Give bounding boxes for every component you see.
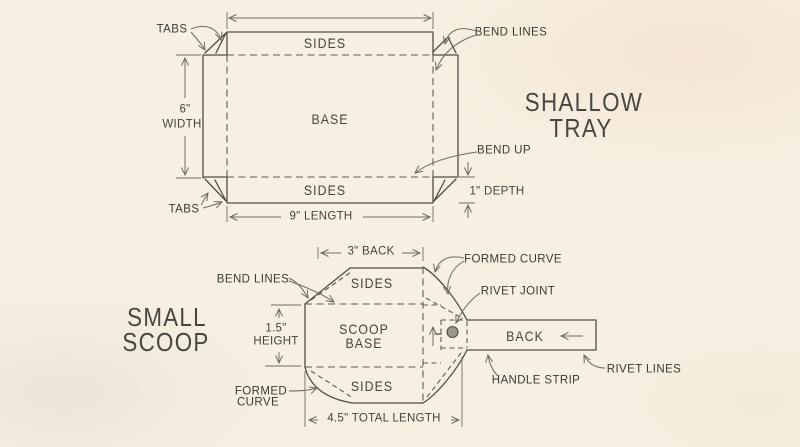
- tray-sides-top-label: SIDES: [303, 35, 347, 51]
- rivet-lines-leader: [583, 353, 606, 369]
- handle-strip-label: HANDLE STRIP: [491, 374, 581, 387]
- tray-tab-top-left: [204, 32, 227, 54]
- tray-bottom-flap: [226, 176, 434, 204]
- scoop-bottom-flap: [304, 366, 424, 404]
- rivet-overlap-square: [440, 319, 468, 350]
- scoop-bend-lines-leader-2: [288, 280, 335, 303]
- tray-width-value: 6": [179, 103, 191, 116]
- scoop-base-label-line1: SCOOP: [339, 321, 389, 337]
- bend-up-leader: [414, 151, 478, 174]
- scoop-title-line2: SCOOP: [122, 327, 210, 357]
- tray-title-line1: SHALLOW: [524, 87, 644, 117]
- scoop-bottom-right-curve: [422, 349, 468, 404]
- tray-width-extensions: [176, 54, 201, 179]
- formed-curve-bottom-leader: [288, 386, 319, 395]
- tabs-top-leader-1: [190, 26, 223, 42]
- rivet-joint-leader: [455, 292, 481, 325]
- tray-title-line2: TRAY: [549, 113, 613, 143]
- total-length-extensions: [304, 357, 463, 427]
- scoop-title-line1: SMALL: [127, 302, 207, 332]
- tray-length-extensions: [226, 206, 434, 222]
- rivet: [446, 325, 459, 339]
- tray-pattern: [202, 31, 459, 204]
- tray-left-end: [202, 54, 228, 179]
- back-extensions: [317, 247, 424, 261]
- tray-base-label: BASE: [311, 111, 349, 127]
- scoop-bend-lines-leader-1: [288, 277, 309, 300]
- scoop-sides-top-label: SIDES: [350, 275, 394, 291]
- scoop-total-length-dimension: 4.5" TOTAL LENGTH: [327, 412, 441, 425]
- handle-back-label: BACK: [506, 328, 544, 344]
- tabs-bottom-label: TABS: [168, 203, 200, 216]
- tray-tab-bottom-left: [204, 178, 227, 202]
- tabs-top-leader-2: [190, 31, 206, 52]
- tray-length-dimension: 9" LENGTH: [289, 210, 353, 223]
- scoop-leaders: [288, 256, 606, 395]
- scoop-back-dimension: 3" BACK: [347, 245, 395, 258]
- tray-depth-dimension: 1" DEPTH: [469, 185, 525, 198]
- scoop-diagonal-bend-lines: [310, 271, 463, 399]
- tray-sides-bottom-label: SIDES: [303, 182, 347, 198]
- formed-curve-bottom-label-line2: CURVE: [236, 396, 280, 409]
- rivet-joint-label: RIVET JOINT: [480, 285, 556, 298]
- tabs-bottom-leader-1: [200, 192, 209, 206]
- scoop-top-flap: [304, 267, 424, 305]
- tabs-top-label: TABS: [156, 23, 188, 36]
- handle-strip-outline: [466, 319, 597, 351]
- formed-curve-top-leader-2: [443, 260, 465, 296]
- scoop-back-extension-dashes: [423, 304, 441, 364]
- tabs-bottom-leader-2: [202, 201, 224, 209]
- rivet-lines-label: RIVET LINES: [606, 363, 682, 376]
- scoop-sides-bottom-label: SIDES: [350, 378, 394, 394]
- bend-up-label: BEND UP: [477, 144, 531, 157]
- bend-lines-leader-1: [442, 28, 477, 46]
- scoop-base-label-line2: BASE: [345, 335, 383, 351]
- scoop-top-right-curve: [422, 266, 468, 321]
- tray-leaders: [190, 26, 478, 209]
- tray-depth-extensions: [459, 176, 475, 204]
- bend-lines-label: BEND LINES: [474, 26, 548, 39]
- tray-top-span-extensions: [226, 12, 434, 29]
- scoop-pattern: [304, 266, 597, 404]
- tray-width-word: WIDTH: [162, 118, 202, 131]
- scoop-dimensions: [265, 247, 583, 427]
- scoop-base-bend-lines: [305, 267, 424, 403]
- scoop-height-word: HEIGHT: [253, 335, 299, 348]
- formed-curve-bottom-label-line1: FORMED: [234, 385, 288, 398]
- formed-curve-top-leader-1: [433, 256, 465, 274]
- scoop-height-value: 1.5": [265, 322, 287, 335]
- formed-curve-top-label: FORMED CURVE: [464, 253, 562, 266]
- height-extensions: [265, 304, 301, 367]
- handle-strip-leader: [485, 353, 499, 377]
- tray-tab-top-right: [432, 36, 457, 54]
- bend-lines-leader-2: [435, 34, 477, 72]
- scoop-bend-lines-label: BEND LINES: [216, 273, 290, 286]
- tray-tab-bottom-right: [433, 178, 457, 202]
- tray-dimensions: [176, 12, 475, 222]
